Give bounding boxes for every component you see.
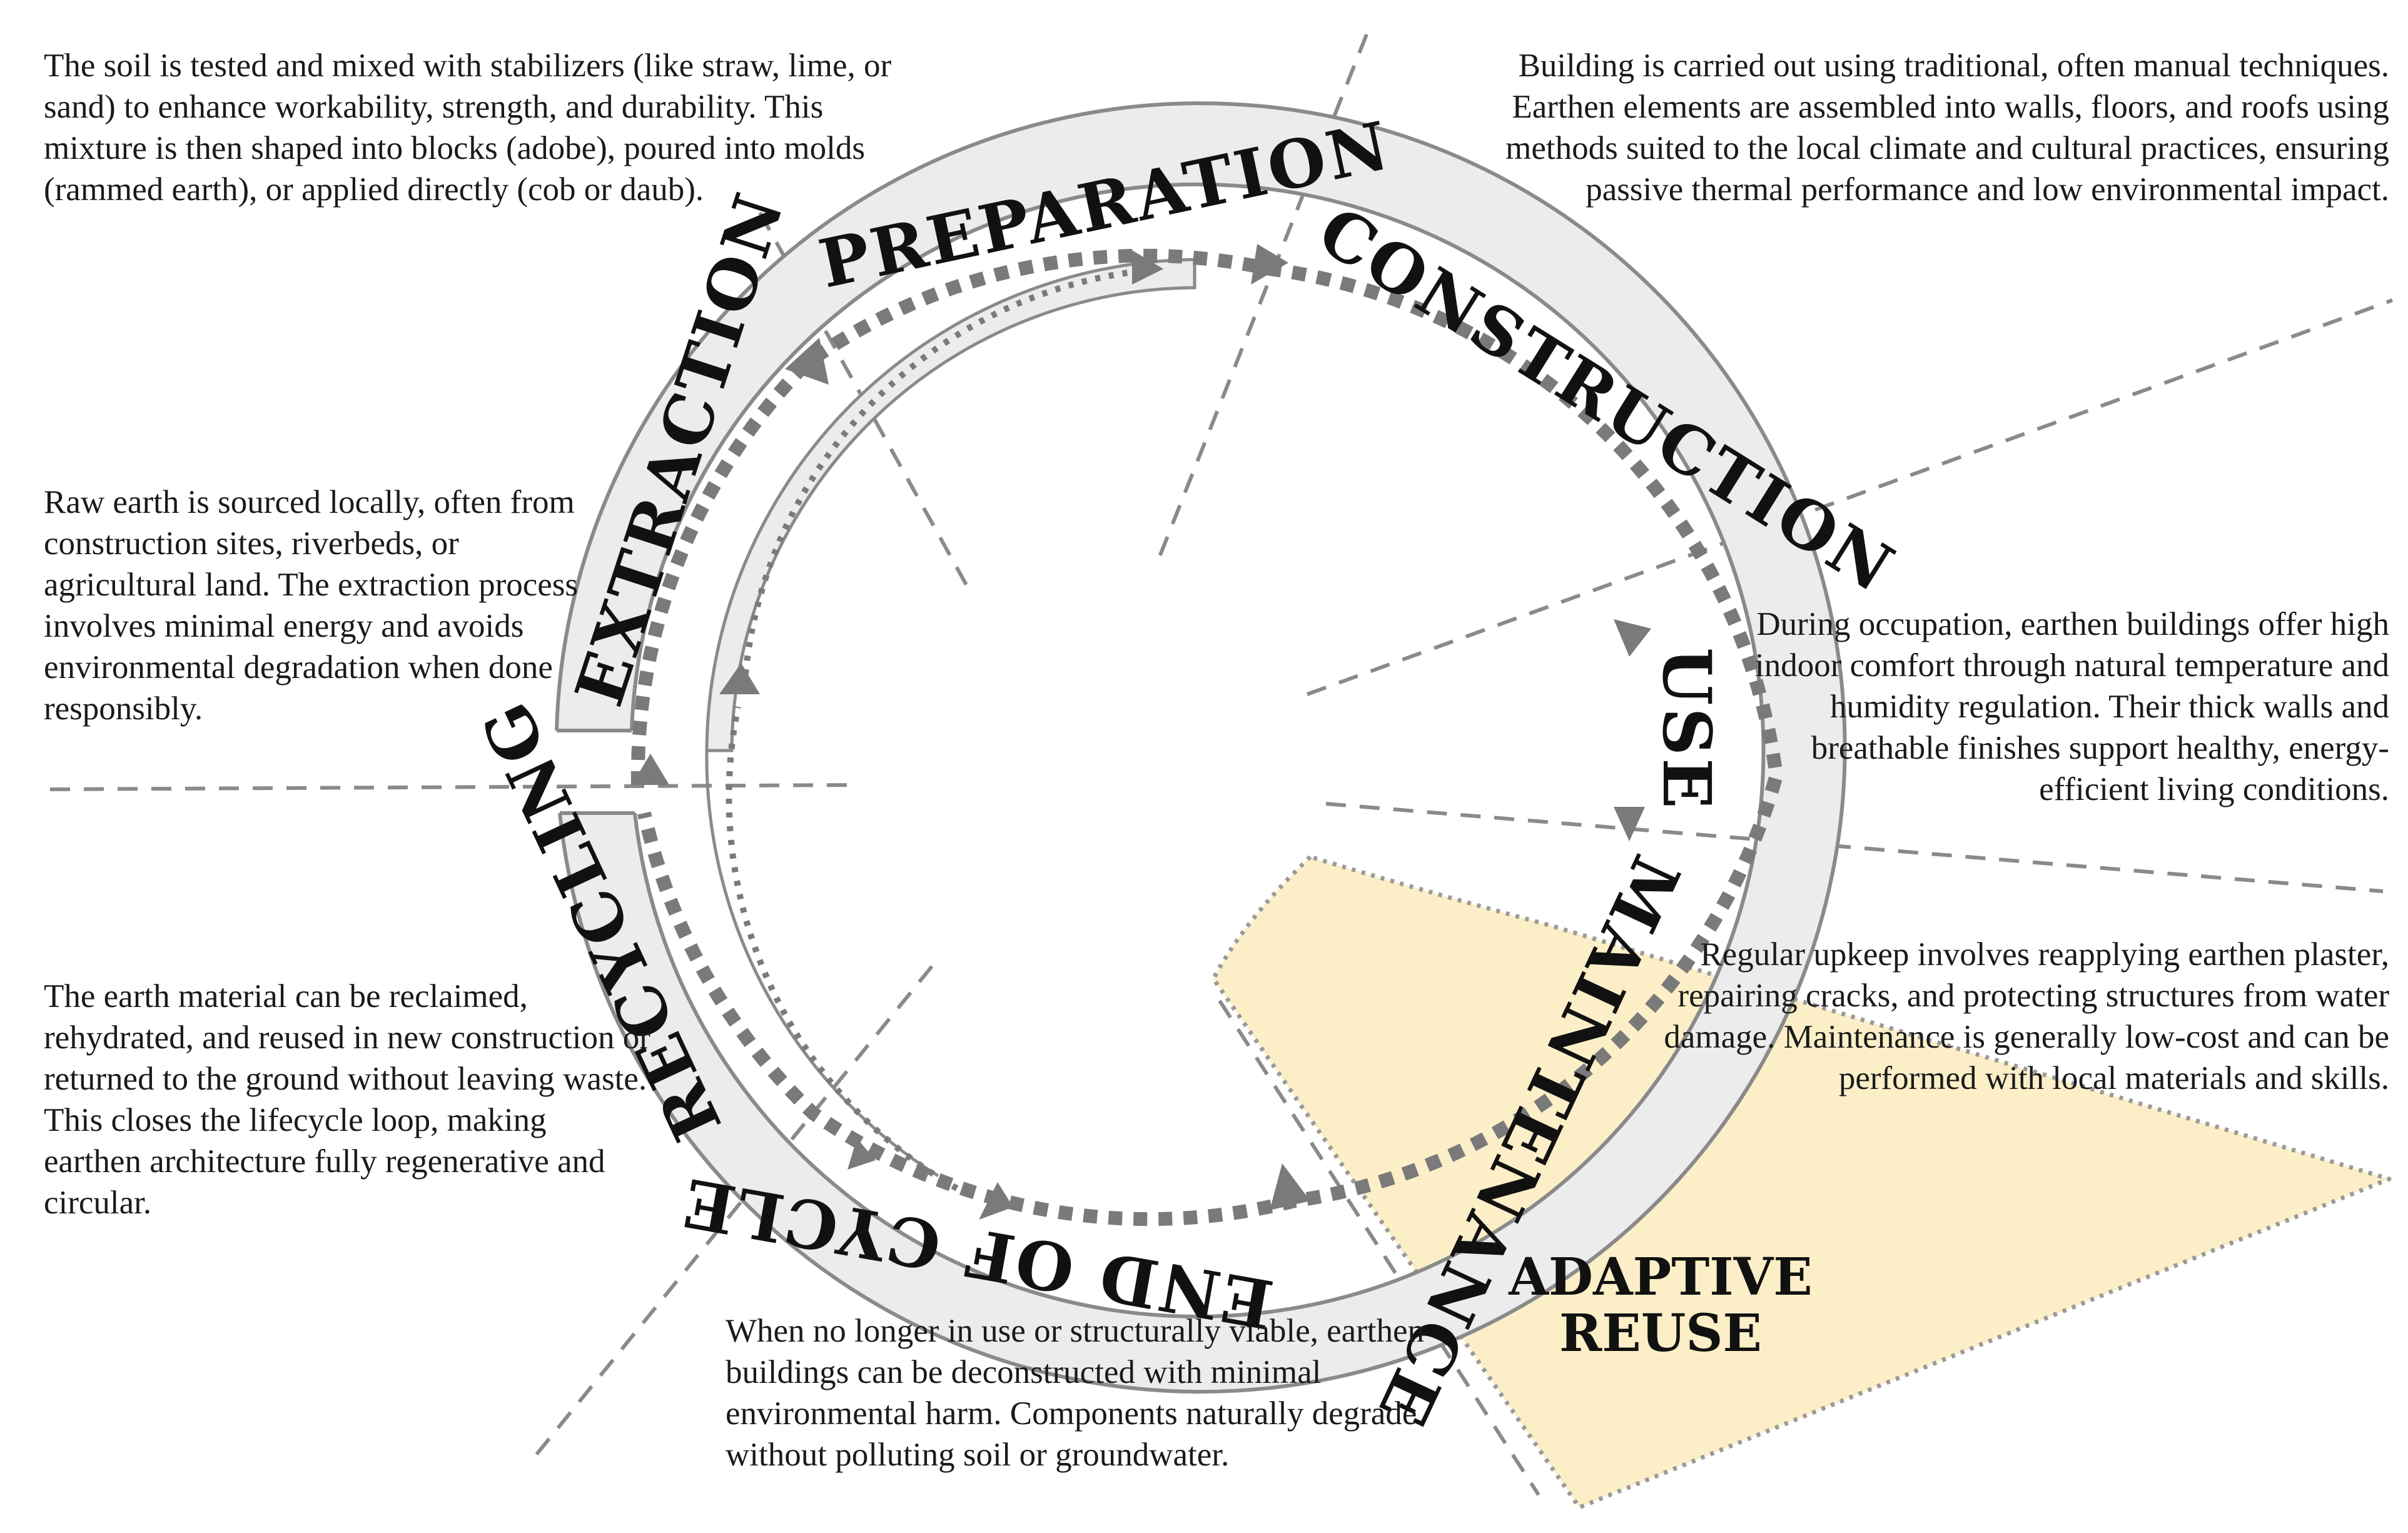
flow-arrows: [630, 248, 1784, 1227]
description-maintenance: Regular upkeep involves reapplying earth…: [1664, 936, 2389, 1096]
outer-ring-edge-outer: [555, 101, 1847, 1394]
arrowhead: [1614, 619, 1651, 657]
description-extraction: Raw earth is sourced locally, often from…: [44, 484, 579, 727]
adaptive-reuse-line1: ADAPTIVE: [1508, 1247, 1813, 1307]
description-use: During occupation, earthen buildings off…: [1754, 606, 2389, 807]
arrowheads: [632, 244, 1651, 1220]
flow-arrow-main: [630, 248, 1784, 1227]
inner-ring: [705, 258, 1196, 1178]
arrowhead: [1614, 807, 1645, 841]
inner-ring-band: [705, 258, 1196, 752]
arrowhead: [1132, 250, 1163, 285]
arrowhead: [632, 754, 669, 785]
adaptive-reuse-line2: REUSE: [1559, 1303, 1762, 1364]
flow-arrow-inner: [726, 266, 1164, 1191]
description-construction: Building is carried out using traditiona…: [1505, 48, 2389, 208]
arrowhead: [847, 1138, 876, 1170]
description-end-of-cycle: When no longer in use or structurally vi…: [726, 1313, 1425, 1473]
description-recycling: The earth material can be reclaimed, reh…: [44, 978, 650, 1221]
guide-line: [1218, 999, 1540, 1496]
guide-line: [530, 965, 934, 1462]
arrowhead: [719, 663, 760, 694]
guide-line: [49, 783, 857, 791]
description-preparation: The soil is tested and mixed with stabil…: [44, 48, 892, 208]
guide-line: [1325, 802, 2384, 893]
arrowhead: [785, 338, 829, 385]
guide-line: [1306, 298, 2394, 696]
guide-line: [1155, 33, 1368, 564]
arrowhead: [1270, 1163, 1310, 1210]
stage-label-use: USE: [1648, 647, 1726, 811]
adaptive-reuse-region: [1211, 854, 2392, 1510]
adaptive-reuse-label: ADAPTIVE REUSE: [1508, 1247, 1813, 1364]
arrowhead: [979, 1182, 1013, 1220]
outer-ring: [555, 101, 1847, 1394]
stage-label-extraction: EXTRACTION: [560, 183, 799, 715]
arrowhead: [1251, 244, 1288, 285]
outer-ring-edge-inner: [630, 182, 1766, 1318]
